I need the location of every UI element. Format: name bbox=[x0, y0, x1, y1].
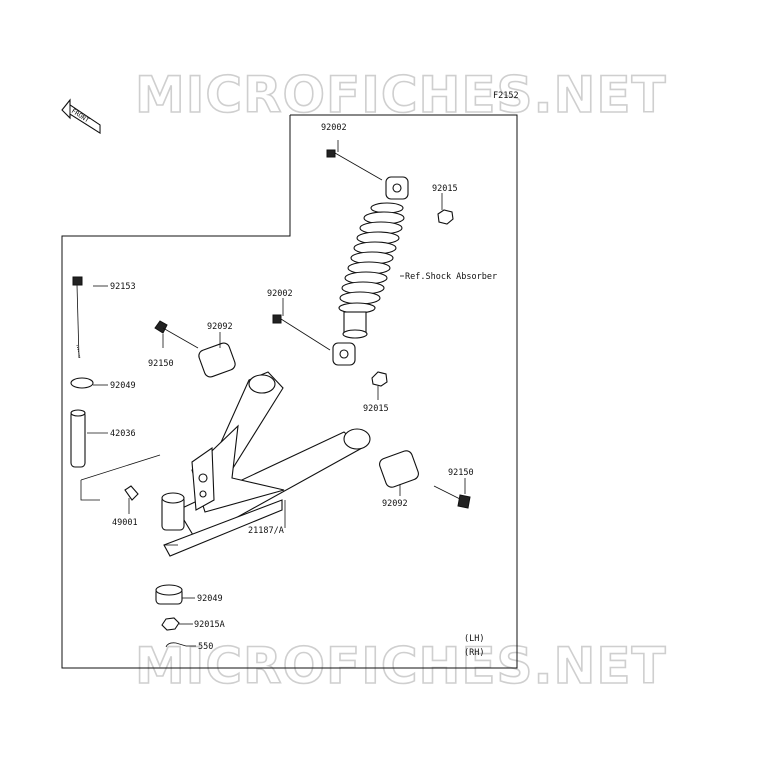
label-550: 550 bbox=[198, 642, 213, 652]
leader-lines bbox=[87, 140, 466, 647]
shock-absorber bbox=[272, 149, 454, 387]
note-rh: (RH) bbox=[464, 648, 484, 658]
label-92150-left: 92150 bbox=[148, 359, 174, 369]
note-lh: (LH) bbox=[464, 634, 484, 644]
label-92092-right: 92092 bbox=[382, 499, 408, 509]
label-92092-left: 92092 bbox=[207, 322, 233, 332]
label-92002-top: 92002 bbox=[321, 123, 347, 133]
nut-92015-mid bbox=[371, 371, 388, 387]
label-49001: 49001 bbox=[112, 518, 138, 528]
washer-92049-bottom bbox=[155, 584, 183, 605]
watermark-bottom: MICROFICHES.NET bbox=[135, 637, 667, 695]
nut-92015A bbox=[161, 617, 180, 631]
label-92015-top: 92015 bbox=[432, 184, 458, 194]
label-92150-right: 92150 bbox=[448, 468, 474, 478]
diagram-frame bbox=[61, 114, 518, 669]
label-92153: 92153 bbox=[110, 282, 136, 292]
cotter-pin-550 bbox=[165, 642, 187, 648]
bushing-92092-right bbox=[379, 450, 419, 488]
washer-92049-top bbox=[70, 377, 94, 389]
label-92049-top: 92049 bbox=[110, 381, 136, 391]
a-arm-21187 bbox=[161, 371, 371, 557]
bolt-92002-top bbox=[326, 149, 383, 181]
shock-spring bbox=[338, 202, 405, 339]
bolt-92150-right bbox=[433, 485, 471, 509]
grease-nipple-49001 bbox=[124, 485, 139, 501]
label-42036: 42036 bbox=[110, 429, 136, 439]
diagram-code: F2152 bbox=[493, 91, 519, 101]
bushing-92092-left bbox=[198, 342, 236, 378]
bolt-92153 bbox=[72, 276, 83, 359]
collar-42036 bbox=[70, 409, 86, 468]
label-92015a: 92015A bbox=[194, 620, 225, 630]
bolt-92150-left bbox=[154, 320, 199, 349]
label-shock-ref: Ref.Shock Absorber bbox=[405, 272, 497, 282]
label-92015-mid: 92015 bbox=[363, 404, 389, 414]
bolt-92002-mid bbox=[272, 314, 331, 351]
label-92049-bottom: 92049 bbox=[197, 594, 223, 604]
label-92002-mid: 92002 bbox=[267, 289, 293, 299]
nut-92015-top bbox=[437, 209, 454, 225]
front-arrow-icon: FRONT bbox=[61, 98, 101, 134]
label-21187a: 21187/A bbox=[248, 526, 284, 536]
front-label: FRONT bbox=[70, 107, 91, 124]
